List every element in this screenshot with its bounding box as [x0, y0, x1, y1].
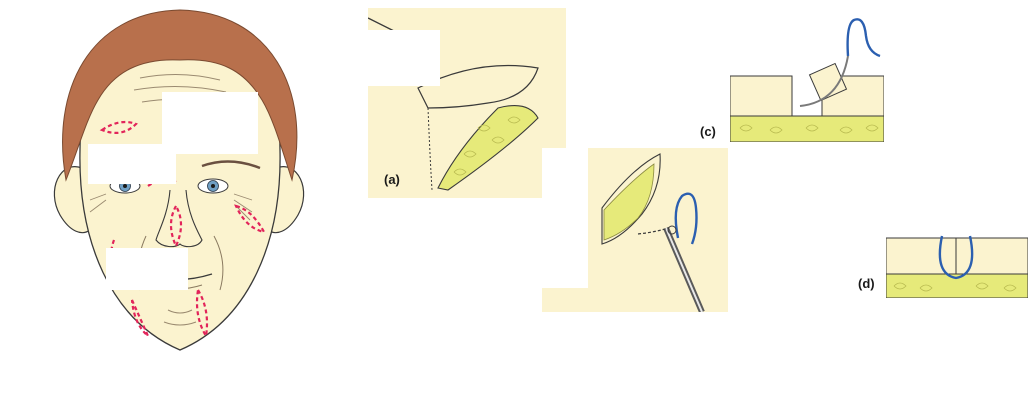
panel-d-drawing	[886, 235, 1028, 298]
panel-d	[886, 234, 1028, 298]
panel-b-mask	[542, 148, 588, 288]
suture-thread-b	[674, 192, 698, 245]
incision-cheek	[234, 204, 267, 234]
panel-a-mask	[368, 30, 440, 86]
incision-nose	[169, 203, 183, 249]
mask-box-3	[106, 248, 188, 290]
fat-layer-b	[603, 163, 655, 241]
right-eyebrow	[201, 160, 261, 170]
needle-c	[799, 55, 849, 107]
mask-box-2	[88, 144, 176, 184]
panel-c	[730, 16, 884, 142]
panel-d-label: (d)	[858, 276, 875, 291]
panel-c-drawing	[730, 18, 884, 142]
panel-a-label: (a)	[384, 172, 400, 187]
incision-forehead	[99, 120, 138, 135]
suture-thread-c	[846, 18, 881, 58]
panel-a: (a)	[368, 8, 566, 198]
face-illustration	[30, 0, 320, 360]
suture-loop-d	[938, 235, 974, 280]
fat-layer-a	[437, 105, 539, 191]
hair	[62, 9, 298, 182]
incision-chin-right	[195, 286, 209, 340]
panel-c-label: (c)	[700, 124, 716, 139]
incision-chin-left	[130, 299, 150, 337]
mask-box-1	[162, 92, 258, 154]
panel-b	[542, 148, 728, 312]
nose	[155, 189, 203, 248]
